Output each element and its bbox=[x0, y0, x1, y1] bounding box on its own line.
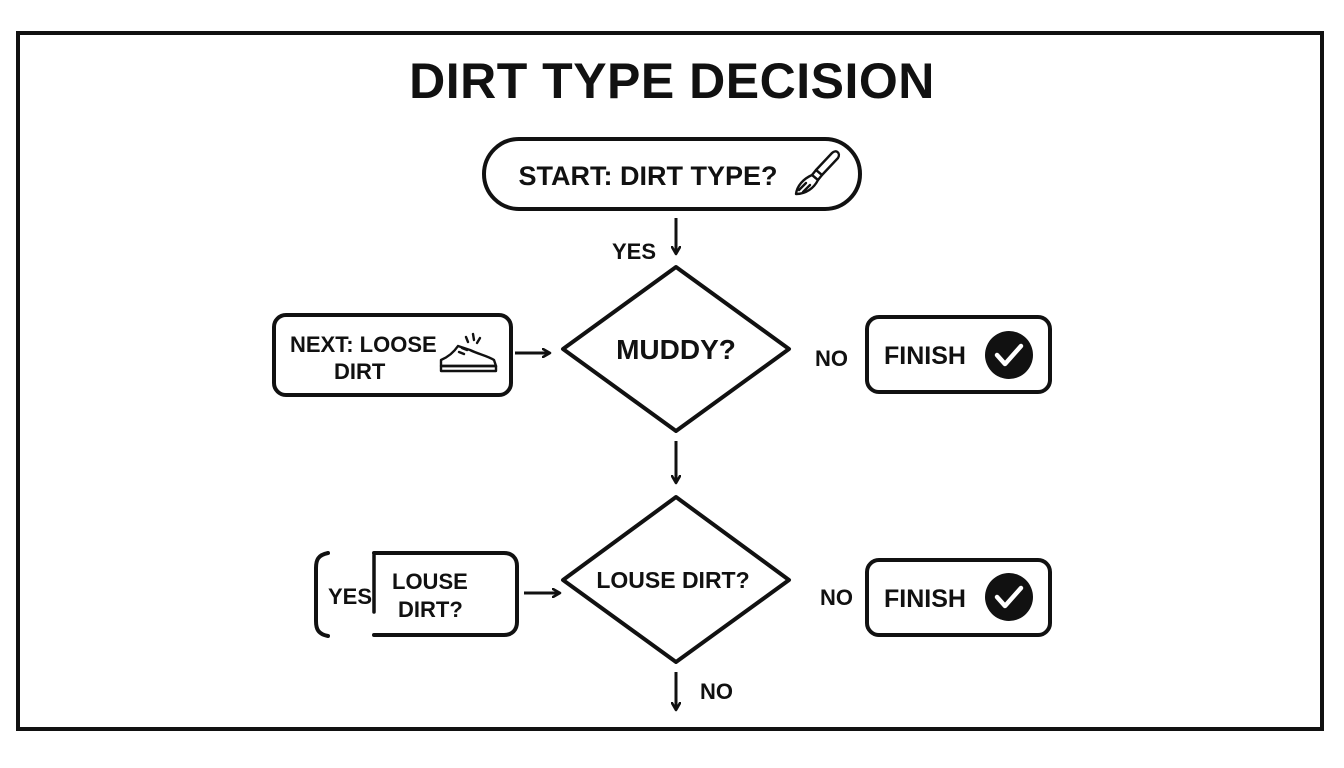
finish-node-1: FINISH bbox=[865, 315, 1052, 394]
louse-label: LOUSE DIRT? bbox=[596, 567, 749, 593]
next-loose-line1: NEXT: LOOSE bbox=[290, 332, 437, 357]
page-title: DIRT TYPE DECISION bbox=[409, 53, 935, 109]
next-loose-line2: DIRT bbox=[334, 359, 386, 384]
shoe-icon bbox=[439, 332, 498, 373]
edge-label-bottom-no: NO bbox=[700, 679, 733, 704]
brush-icon bbox=[794, 150, 841, 196]
louse-side-line2: DIRT? bbox=[398, 597, 463, 622]
start-node: START: DIRT TYPE? bbox=[482, 137, 862, 211]
louse-side-node: YES LOUSE DIRT? bbox=[314, 551, 519, 638]
finish-1-label: FINISH bbox=[884, 342, 966, 370]
louse-side-line1: LOUSE bbox=[392, 569, 468, 594]
louse-dirt-decision: LOUSE DIRT? bbox=[561, 495, 791, 664]
edge-label-muddy-no: NO bbox=[815, 346, 848, 371]
finish-node-2: FINISH bbox=[865, 558, 1052, 637]
start-label: START: DIRT TYPE? bbox=[519, 161, 778, 191]
next-loose-dirt-node: NEXT: LOOSE DIRT bbox=[272, 313, 513, 397]
diagram-frame bbox=[16, 31, 1324, 731]
check-circle-icon bbox=[985, 331, 1033, 379]
louse-side-yes: YES bbox=[328, 584, 372, 609]
check-circle-icon bbox=[985, 573, 1033, 621]
edge-label-louse-no: NO bbox=[820, 585, 853, 610]
muddy-decision: MUDDY? bbox=[561, 265, 791, 433]
edge-label-start-yes: YES bbox=[612, 239, 656, 264]
finish-2-label: FINISH bbox=[884, 585, 966, 613]
muddy-label: MUDDY? bbox=[616, 334, 736, 365]
